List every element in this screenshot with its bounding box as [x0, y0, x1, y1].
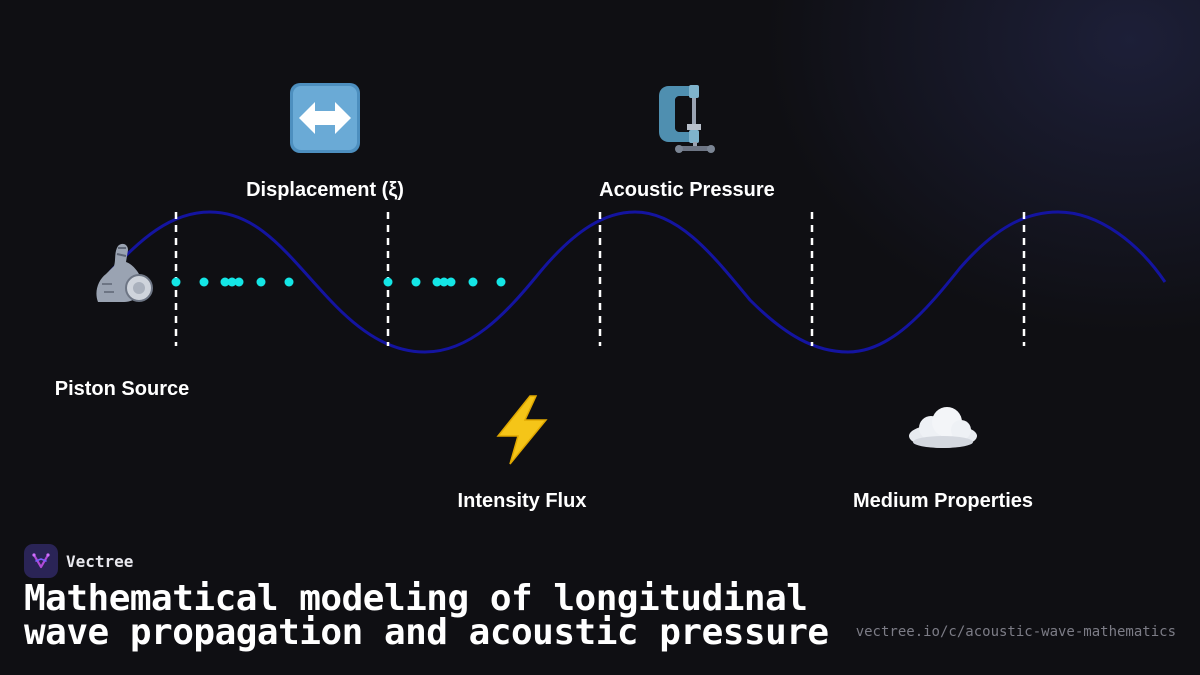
node-label: Medium Properties — [852, 490, 1034, 512]
vectree-logo-icon — [24, 544, 58, 578]
node-medium-properties: Medium Properties — [843, 392, 1043, 513]
particles — [171, 277, 506, 287]
left-right-arrow-icon — [287, 80, 363, 156]
page-title: Mathematical modeling of longitudinal wa… — [24, 578, 864, 653]
particle — [496, 277, 506, 287]
node-label: Intensity Flux — [457, 490, 587, 512]
node-label: Displacement (ξ) — [246, 179, 404, 201]
particle — [199, 277, 209, 287]
particle — [468, 277, 478, 287]
clamp-icon — [649, 80, 725, 156]
source-url: vectree.io/c/acoustic-wave-mathematics — [855, 624, 1176, 640]
particle — [432, 277, 442, 287]
node-intensity-flux: Intensity Flux — [447, 392, 597, 513]
node-label: Acoustic Pressure — [599, 179, 775, 201]
particle — [220, 277, 230, 287]
cloud-icon — [905, 392, 981, 468]
flexed-biceps-icon — [84, 236, 160, 312]
particle — [171, 277, 181, 287]
node-label: Piston Source — [54, 378, 190, 400]
particle — [439, 277, 449, 287]
dividers — [174, 212, 1026, 346]
particle — [227, 277, 237, 287]
brand-name: Vectree — [66, 551, 134, 571]
title-line-1: Mathematical modeling of longitudinal — [24, 578, 808, 619]
title-line-2: wave propagation and acoustic pressure — [24, 612, 829, 653]
particle — [284, 277, 294, 287]
particle — [383, 277, 393, 287]
node-piston-source: Piston Source — [42, 236, 202, 401]
node-acoustic-pressure: Acoustic Pressure — [592, 80, 782, 202]
particle — [446, 277, 456, 287]
lightning-icon — [484, 392, 560, 468]
particle — [411, 277, 421, 287]
sine-wave — [108, 210, 1167, 354]
particle — [234, 277, 244, 287]
brand: Vectree — [24, 544, 133, 578]
node-displacement: Displacement (ξ) — [235, 80, 415, 202]
particle — [256, 277, 266, 287]
